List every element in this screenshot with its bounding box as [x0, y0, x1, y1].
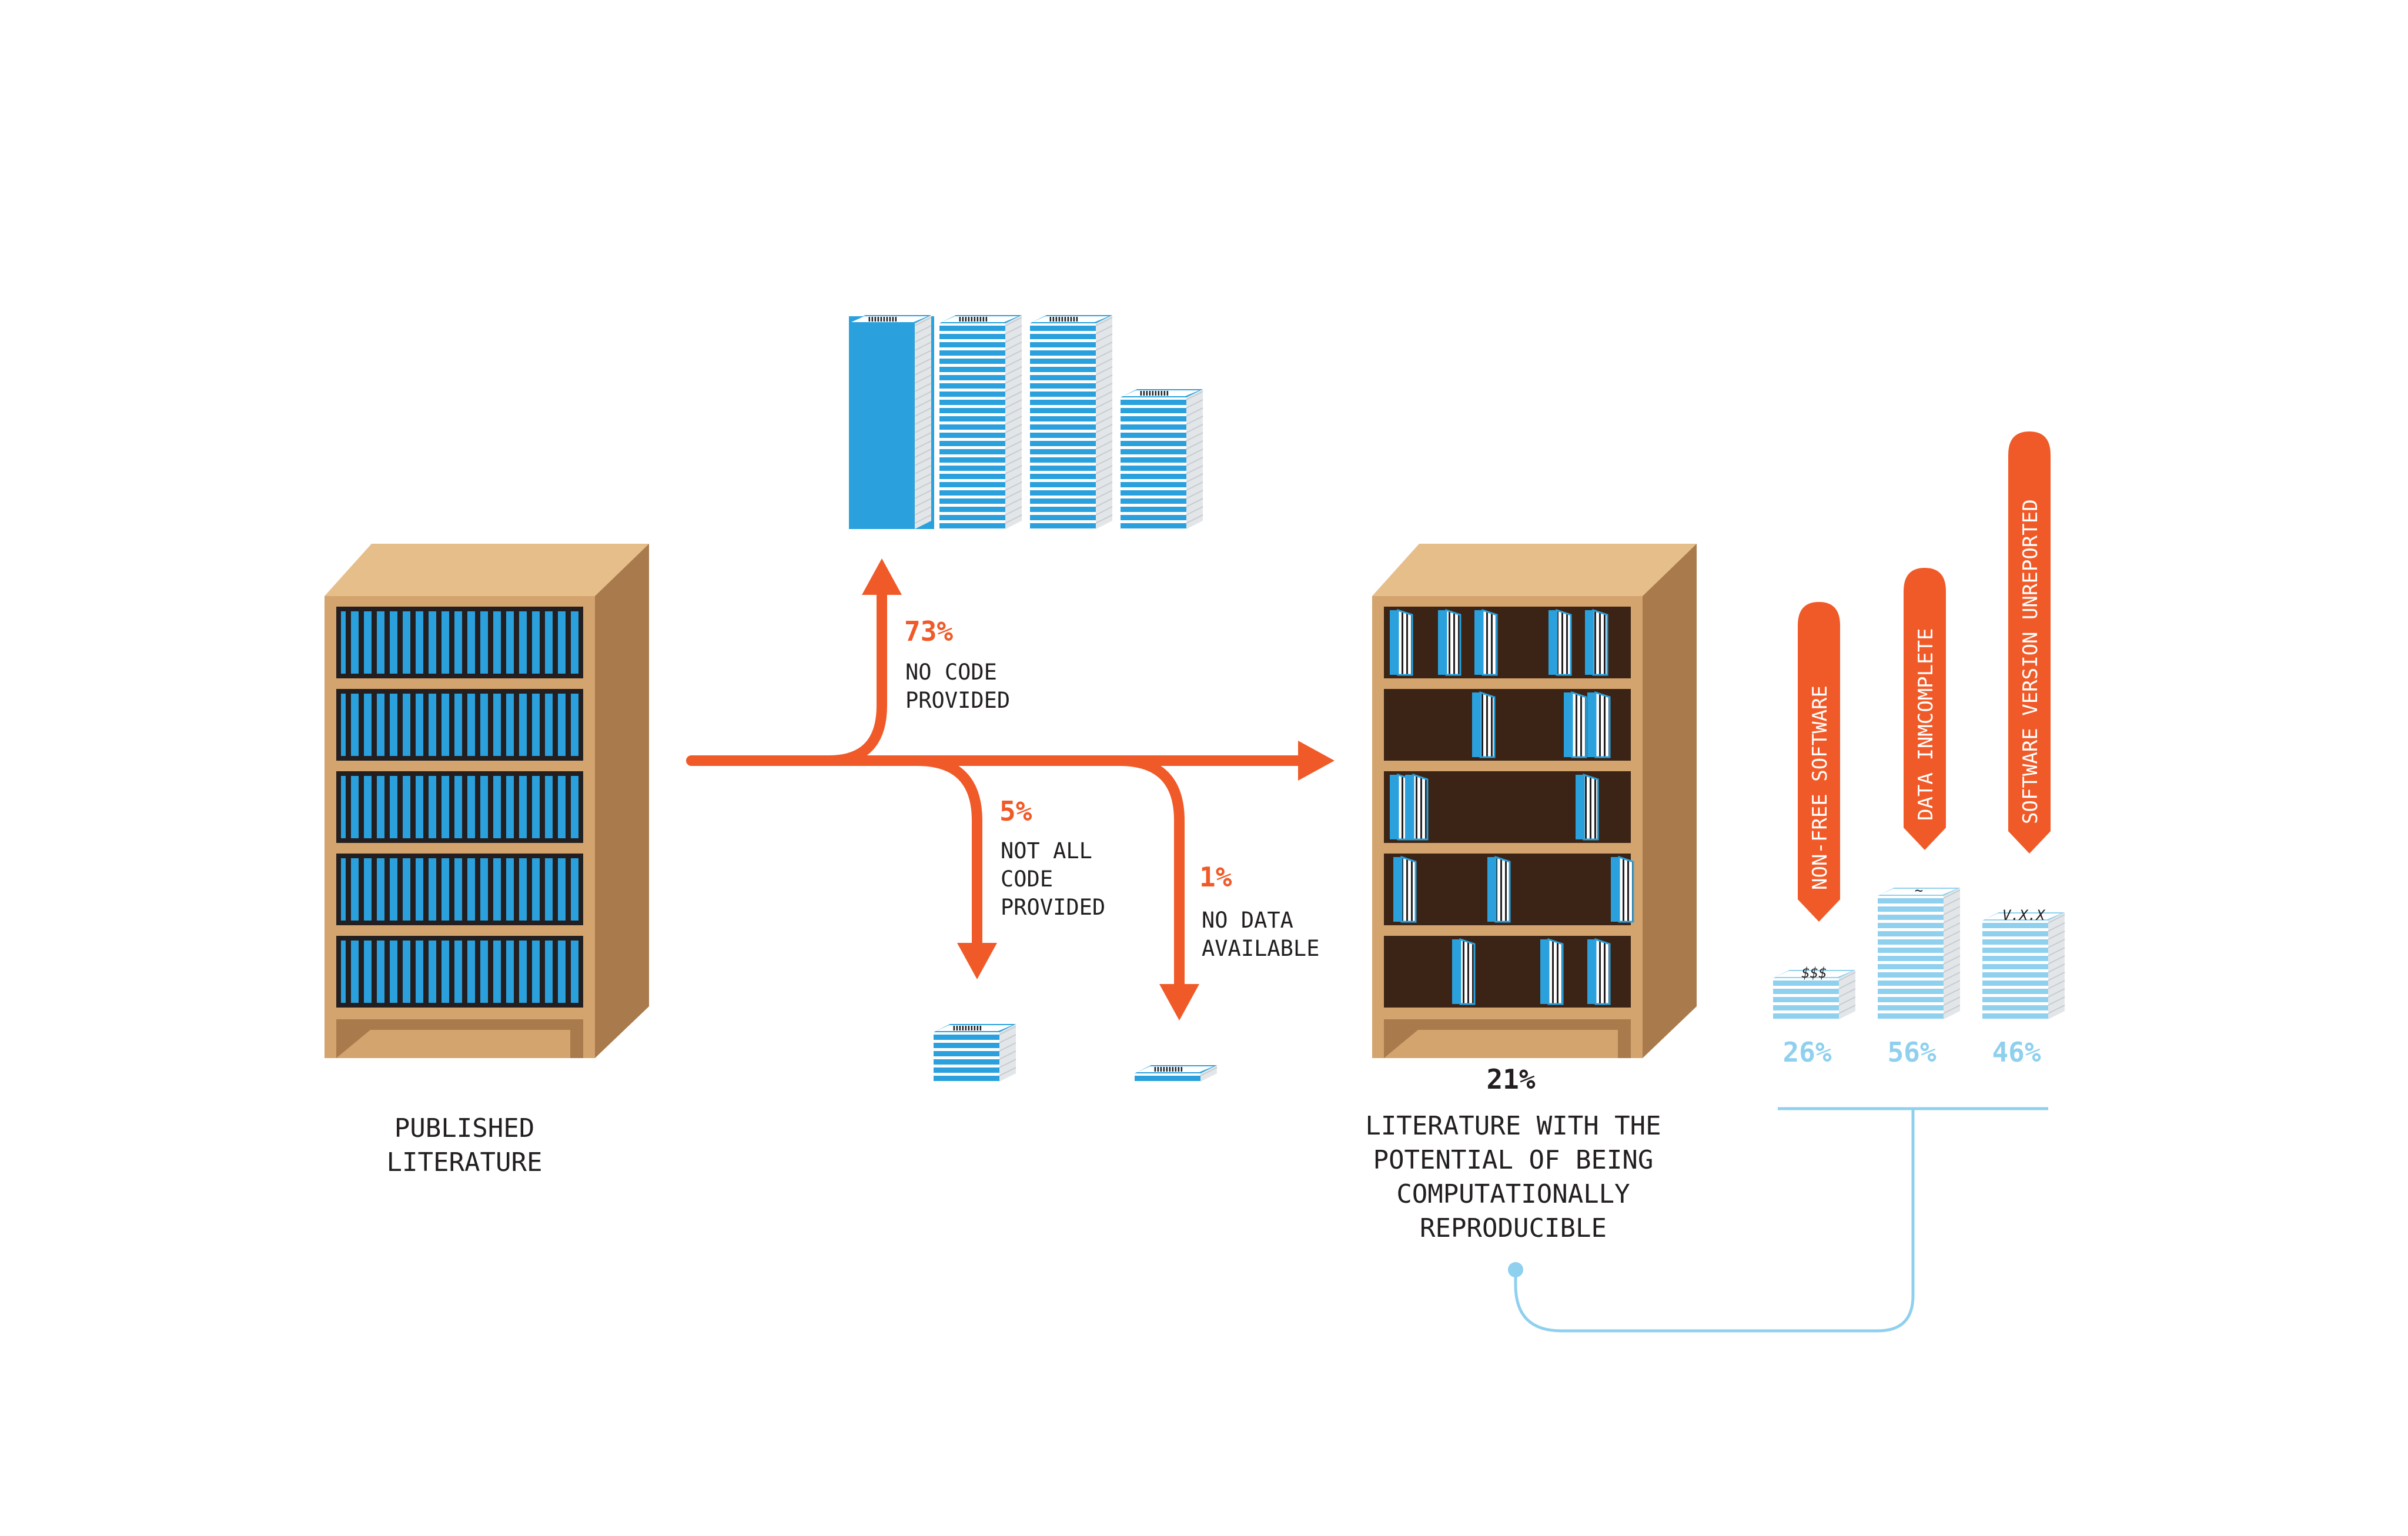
shelf-top: [325, 544, 649, 596]
paper-stack-no-code-1: [849, 315, 932, 529]
issue-stack-data: ~: [1878, 882, 1961, 1019]
not-all-code-line1: NOT ALL: [1001, 838, 1092, 864]
issue-tag-label: SOFTWARE VERSION UNREPORTED: [2019, 499, 2042, 824]
published-bookshelf: [325, 544, 649, 1058]
book: [1487, 855, 1511, 923]
book: [1405, 773, 1429, 841]
issue-percent-non-free: 26%: [1782, 1036, 1831, 1068]
no-code-line2: PROVIDED: [905, 688, 1010, 713]
paper-stack-no-code-3: [1030, 315, 1113, 529]
book: [1474, 608, 1498, 676]
book: [1576, 773, 1599, 841]
issue-stack-version: V.X.X: [1982, 907, 2065, 1019]
no-code-percent: 73%: [904, 615, 953, 647]
shelf-top: [1372, 544, 1697, 596]
issue-tag-data-incomplete: DATA INMCOMPLETE: [1904, 568, 1946, 850]
no-data-line2: AVAILABLE: [1202, 936, 1319, 961]
book: [1587, 938, 1611, 1005]
book: [1390, 608, 1413, 676]
reproducible-bookshelf: [1372, 544, 1697, 1058]
no-code-line1: NO CODE: [905, 660, 997, 685]
arrow-down1-shaft: [912, 755, 982, 951]
issue-tag-label: DATA INMCOMPLETE: [1914, 628, 1938, 821]
not-all-code-line2: CODE: [1001, 866, 1053, 892]
issue-tag-label: NON-FREE SOFTWARE: [1808, 685, 1832, 890]
stack-symbol: $$$: [1801, 965, 1827, 981]
issues-connector: [1514, 1107, 2048, 1333]
no-data-line1: NO DATA: [1202, 908, 1293, 933]
book: [1549, 608, 1572, 676]
no-data-percent: 1%: [1199, 861, 1232, 893]
stack-symbol: ~: [1915, 882, 1923, 899]
main-arrow-head: [1298, 741, 1335, 781]
issue-percent-data: 56%: [1887, 1036, 1936, 1068]
not-all-code-percent: 5%: [999, 795, 1032, 827]
paper-stack-no-data: [1135, 1065, 1218, 1082]
issue-stack-non-free: $$$: [1773, 965, 1856, 1019]
book: [1472, 691, 1496, 758]
issue-tag-non-free: NON-FREE SOFTWARE: [1798, 602, 1840, 922]
shelf-side: [595, 544, 649, 1058]
shelf-side: [1643, 544, 1697, 1058]
reproducible-percent: 21%: [1486, 1063, 1535, 1095]
reproducible-line3: COMPUTATIONALLY: [1396, 1179, 1630, 1209]
arrow-down2-shaft: [1114, 755, 1185, 993]
not-all-code-stack: [934, 1024, 1016, 1082]
connector-dot: [1508, 1262, 1523, 1277]
issue-tag-version: SOFTWARE VERSION UNREPORTED: [2008, 431, 2051, 854]
arrow-up-head: [862, 558, 902, 595]
issue-percent-version: 46%: [1992, 1036, 2041, 1068]
stack-symbol: V.X.X: [2002, 907, 2046, 923]
published-label-line1: PUBLISHED: [394, 1113, 534, 1143]
arrow-down1-head: [957, 943, 997, 979]
published-label-line2: LITERATURE: [387, 1147, 543, 1177]
paper-stack-no-code-4: [1121, 389, 1203, 529]
book: [1540, 938, 1564, 1005]
reproducible-line4: REPRODUCIBLE: [1420, 1213, 1607, 1243]
paper-stack-not-all-code: [934, 1024, 1016, 1082]
reproducible-line1: LITERATURE WITH THE: [1365, 1111, 1661, 1141]
reproducible-line2: POTENTIAL OF BEING: [1373, 1145, 1654, 1175]
book: [1611, 855, 1634, 923]
book: [1438, 608, 1461, 676]
book: [1564, 691, 1587, 758]
book: [1452, 938, 1476, 1005]
paper-stack-no-code-2: [939, 315, 1022, 529]
not-all-code-line3: PROVIDED: [1001, 895, 1105, 920]
arrow-up-shaft: [824, 588, 887, 766]
book: [1587, 691, 1611, 758]
no-code-stacks: [849, 315, 1203, 529]
arrow-down2-head: [1159, 984, 1199, 1020]
flow-arrows: [686, 588, 1305, 993]
issue-stacks: $$$ ~ V.X.X: [1773, 882, 2065, 1019]
book: [1585, 608, 1608, 676]
no-data-stack: [1135, 1065, 1218, 1082]
book: [1393, 855, 1417, 923]
